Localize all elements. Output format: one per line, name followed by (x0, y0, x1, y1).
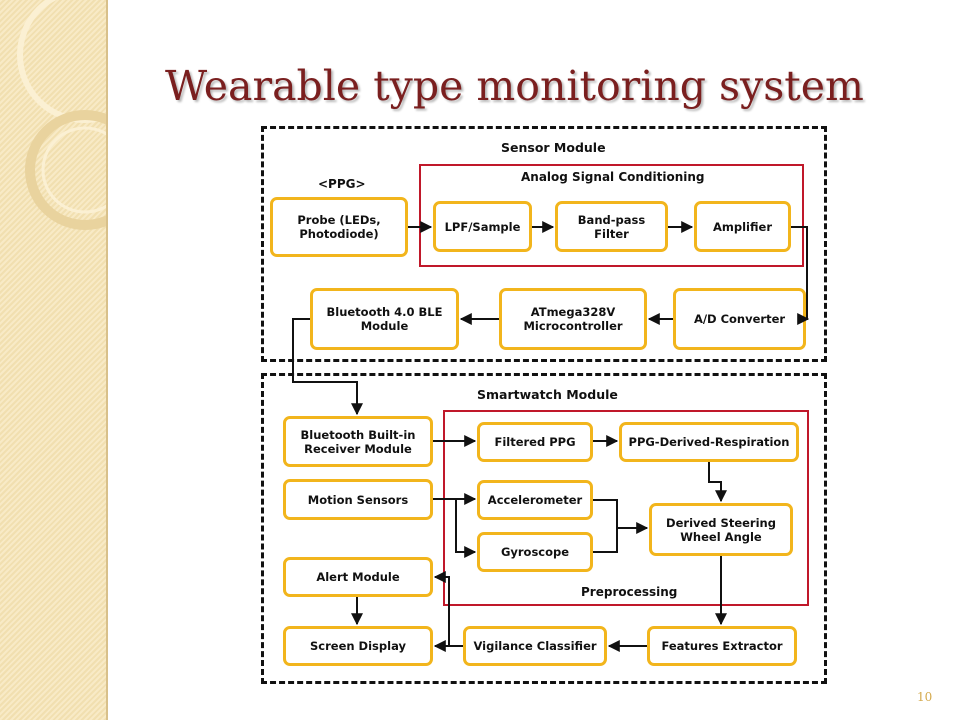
preprocessing-group (443, 410, 809, 606)
flow-arrows (292, 221, 810, 652)
arrow-bt-receiver (292, 318, 363, 416)
page-number: 10 (917, 690, 933, 704)
bluetooth-ble-node: Bluetooth 4.0 BLE Module (310, 288, 459, 350)
probe-node: Probe (LEDs, Photodiode) (270, 197, 408, 257)
analog-conditioning-group (419, 164, 804, 267)
bandpass-filter-node: Band-pass Filter (555, 201, 668, 252)
arrow-amplifier-adc (791, 226, 808, 320)
amplifier-node: Amplifier (694, 201, 791, 252)
bt-receiver-node: Bluetooth Built-in Receiver Module (283, 416, 433, 467)
decorative-circles-icon (17, 0, 153, 230)
accelerometer-node: Accelerometer (477, 480, 593, 520)
smartwatch-module-frame (261, 373, 827, 684)
arrow-pdr-steering (708, 462, 727, 503)
smartwatch-module-label: Smartwatch Module (477, 387, 618, 402)
ppg-label: <PPG> (318, 177, 366, 191)
microcontroller-node: ATmega328V Microcontroller (499, 288, 647, 350)
arrow-vigilance-alert (433, 571, 450, 646)
system-diagram: Sensor Module <PPG> Analog Signal Condit… (255, 120, 833, 690)
preprocessing-label: Preprocessing (581, 585, 678, 599)
lpf-sample-node: LPF/Sample (433, 201, 532, 252)
gyroscope-node: Gyroscope (477, 532, 593, 572)
alert-module-node: Alert Module (283, 557, 433, 597)
slide-title: Wearable type monitoring system (165, 62, 864, 110)
line-accel-gyro-merge (593, 499, 618, 553)
ppg-derived-respiration-node: PPG-Derived-Respiration (619, 422, 799, 462)
arrow-motion-gyro (455, 499, 477, 558)
screen-display-node: Screen Display (283, 626, 433, 666)
decorative-side-panel (0, 0, 153, 720)
sensor-module-frame (261, 126, 827, 362)
sensor-module-label: Sensor Module (501, 140, 606, 155)
motion-sensors-node: Motion Sensors (283, 479, 433, 520)
filtered-ppg-node: Filtered PPG (477, 422, 593, 462)
features-extractor-node: Features Extractor (647, 626, 797, 666)
analog-conditioning-label: Analog Signal Conditioning (521, 170, 705, 184)
side-divider (106, 0, 108, 720)
vigilance-classifier-node: Vigilance Classifier (463, 626, 607, 666)
adc-node: A/D Converter (673, 288, 806, 350)
steering-angle-node: Derived Steering Wheel Angle (649, 503, 793, 556)
